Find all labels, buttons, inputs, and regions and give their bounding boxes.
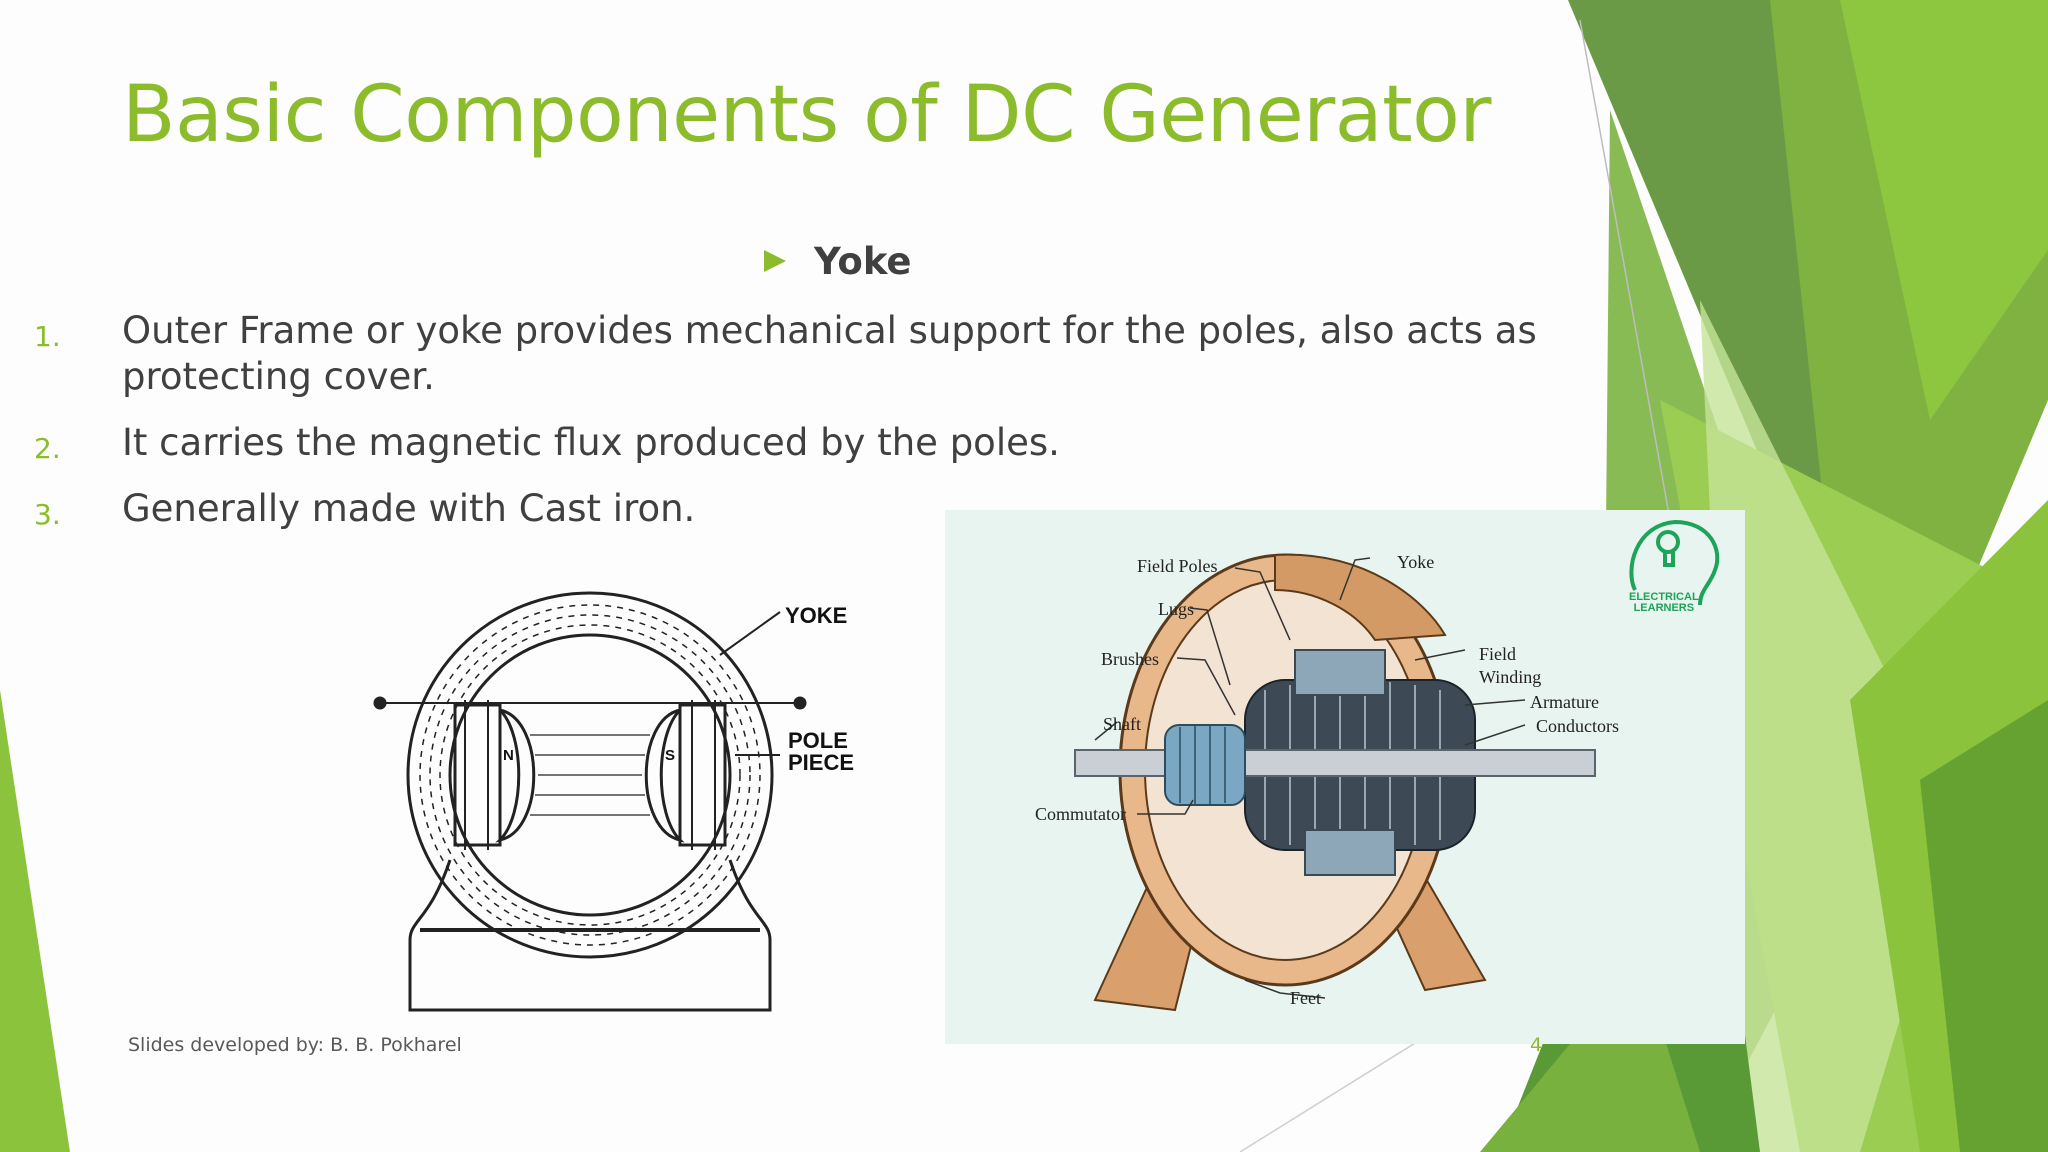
- label-field-poles: Field Poles: [1137, 556, 1218, 576]
- label-conductors: Conductors: [1536, 716, 1619, 736]
- heading-text: Yoke: [814, 240, 912, 283]
- label-winding: Winding: [1479, 667, 1542, 687]
- label-brushes: Brushes: [1101, 649, 1159, 669]
- label-feet: Feet: [1290, 988, 1321, 1008]
- list-item: 2. It carries the magnetic flux produced…: [30, 420, 1640, 466]
- label-commutator: Commutator: [1035, 804, 1126, 824]
- yoke-label: YOKE: [785, 603, 847, 628]
- list-item-text: Generally made with Cast iron.: [122, 487, 696, 530]
- section-heading: Yoke: [764, 240, 912, 283]
- dc-generator-cutaway-figure: Field Poles Yoke Lugs Brushes Field Wind…: [945, 510, 1745, 1044]
- logo-wordmark: ELECTRICAL LEARNERS: [1629, 592, 1699, 614]
- list-item: 3. Generally made with Cast iron.: [30, 486, 1640, 532]
- list-item: 1. Outer Frame or yoke provides mechanic…: [30, 308, 1640, 400]
- list-item-text: It carries the magnetic flux produced by…: [122, 421, 1060, 464]
- piece-label: PIECE: [788, 750, 854, 775]
- electrical-learners-logo-icon: [1629, 519, 1720, 606]
- label-armature: Armature: [1530, 692, 1599, 712]
- list-item-number: 1.: [34, 320, 61, 353]
- north-pole-label: N: [503, 747, 514, 764]
- bullet-arrow-icon: [764, 249, 786, 272]
- yoke-cross-section-figure: YOKE POLE PIECE N S: [360, 560, 870, 1020]
- pole-label: POLE: [788, 728, 848, 753]
- page-number: 4: [1530, 1034, 1543, 1056]
- list-item-number: 3.: [34, 498, 61, 531]
- label-field: Field: [1479, 644, 1517, 664]
- generator-drawing: [1074, 519, 1720, 1012]
- label-lugs: Lugs: [1158, 599, 1194, 619]
- slide-footer: Slides developed by: B. B. Pokharel: [128, 1034, 462, 1056]
- list-item-text: Outer Frame or yoke provides mechanical …: [122, 309, 1537, 398]
- yoke-diagram-drawing: YOKE POLE PIECE N S: [373, 591, 854, 1012]
- numbered-list: 1. Outer Frame or yoke provides mechanic…: [30, 308, 1640, 552]
- label-yoke: Yoke: [1397, 552, 1435, 572]
- label-shaft: Shaft: [1103, 714, 1141, 734]
- logo-line-1: ELECTRICAL: [1629, 591, 1699, 603]
- slide-title: Basic Components of DC Generator: [122, 70, 1491, 160]
- list-item-number: 2.: [34, 432, 61, 465]
- south-pole-label: S: [665, 747, 675, 764]
- logo-line-2: LEARNERS: [1633, 602, 1695, 614]
